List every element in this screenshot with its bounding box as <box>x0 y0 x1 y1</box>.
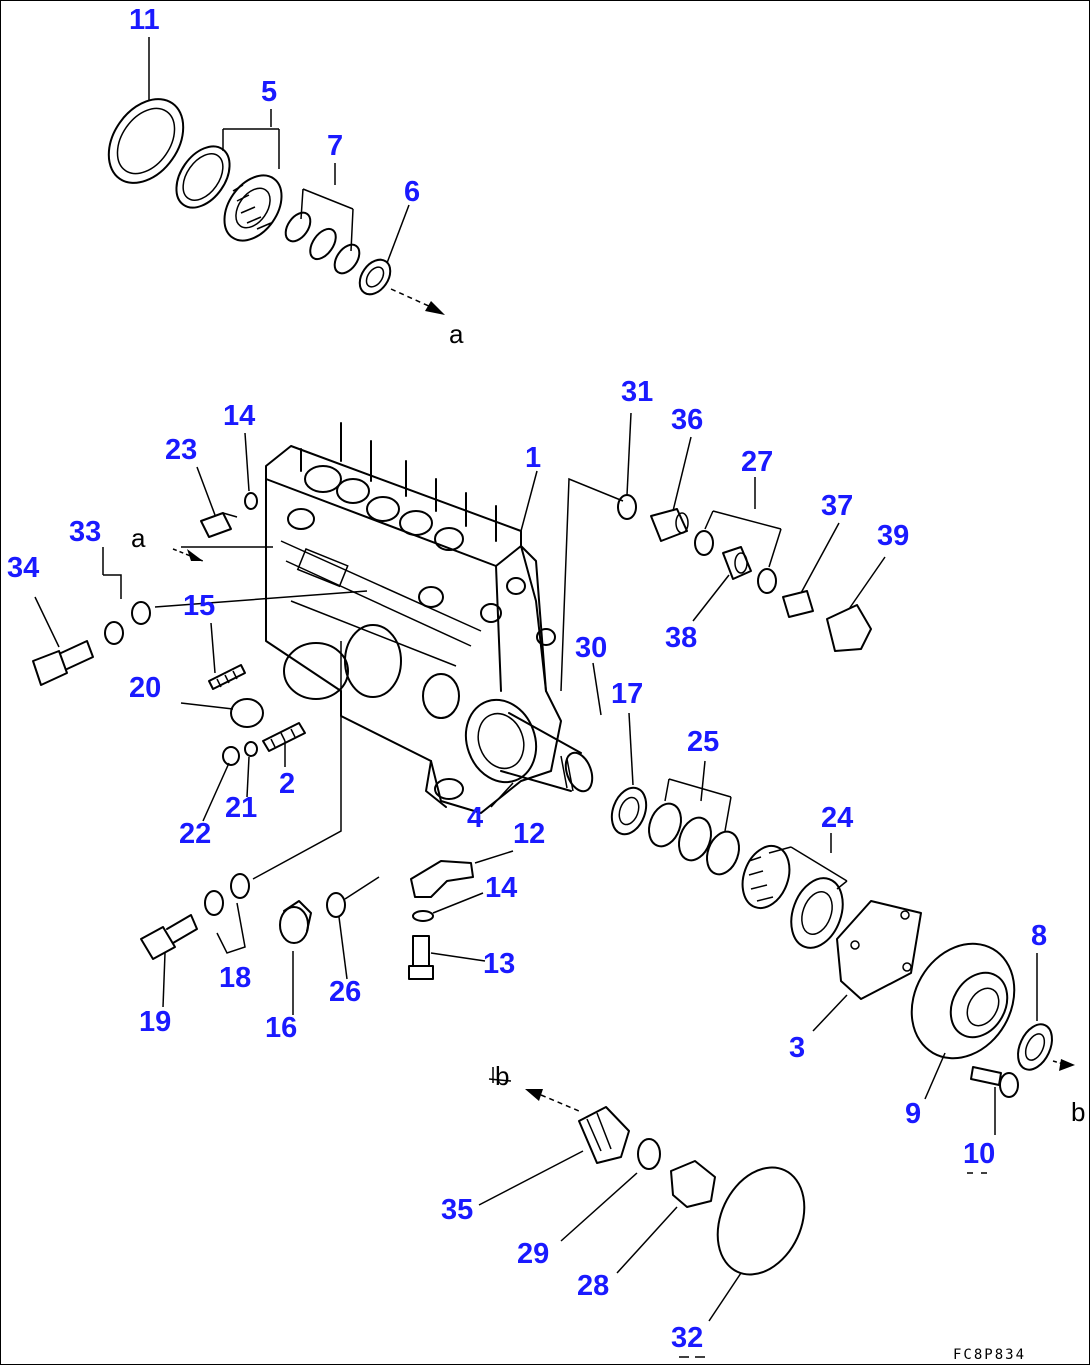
cap-39 <box>826 604 872 652</box>
seal-11 <box>107 98 185 184</box>
ref-a-top: a <box>449 319 464 349</box>
callout-12: 12 <box>513 818 545 850</box>
washer-26 <box>326 892 346 918</box>
callout-10: 10 <box>963 1138 995 1170</box>
bearing-24 <box>741 845 844 949</box>
bolt-13 <box>408 935 434 980</box>
bearing-5 <box>175 145 283 242</box>
seal-17 <box>610 786 648 836</box>
callout-6: 6 <box>404 176 420 208</box>
callout-19: 19 <box>139 1006 171 1038</box>
callout-22: 22 <box>179 818 211 850</box>
callout-11: 11 <box>129 4 160 36</box>
callout-13: 13 <box>483 948 515 980</box>
plug-16 <box>279 900 312 944</box>
washers-33 <box>104 601 151 645</box>
callout-26: 26 <box>329 976 361 1008</box>
callout-24: 24 <box>821 802 853 834</box>
washer-14-upper <box>244 492 258 510</box>
callout-35: 35 <box>441 1194 473 1226</box>
washers-18 <box>204 873 250 916</box>
callout-28: 28 <box>577 1270 609 1302</box>
flange-9 <box>910 942 1016 1060</box>
callout-31: 31 <box>621 376 653 408</box>
arrow-b-bottom <box>525 1089 580 1112</box>
sleeve-35 <box>578 1106 630 1164</box>
ref-b-right: b <box>1071 1097 1085 1127</box>
callout-33: 33 <box>69 516 101 548</box>
callout-16: 16 <box>265 1012 297 1044</box>
callout-38: 38 <box>665 622 697 654</box>
cover-20 <box>230 698 264 728</box>
callout-29: 29 <box>517 1238 549 1270</box>
callout-27: 27 <box>741 446 773 478</box>
callout-23: 23 <box>165 434 197 466</box>
callout-1: 1 <box>525 442 541 474</box>
eyebolt-19 <box>140 914 198 960</box>
clamp-12 <box>410 860 474 898</box>
collar-6 <box>358 258 392 296</box>
seal-8 <box>1017 1023 1053 1071</box>
washer-14-lower <box>412 910 434 922</box>
arrow-a-top <box>390 288 445 315</box>
callout-14-lower: 14 <box>485 872 517 904</box>
callout-21: 21 <box>225 792 257 824</box>
camshaft-4 <box>464 698 594 793</box>
washer-29 <box>637 1138 661 1170</box>
nut-36 <box>650 508 689 542</box>
callout-17: 17 <box>611 678 643 710</box>
eyebolt-34 <box>32 640 94 686</box>
bolt-23 <box>200 512 238 538</box>
leader-lines <box>34 37 1038 1358</box>
stud-2 <box>262 722 306 752</box>
nut-28 <box>670 1160 716 1208</box>
callout-4: 4 <box>467 802 483 834</box>
drawing-code: FC8P834 <box>953 1347 1026 1363</box>
nut-22 <box>222 746 240 766</box>
shims-25 <box>648 802 740 876</box>
callout-20: 20 <box>129 672 161 704</box>
ref-b-bottom: b <box>495 1061 509 1091</box>
callout-37: 37 <box>821 490 853 522</box>
callout-3: 3 <box>789 1032 805 1064</box>
callout-7: 7 <box>327 130 343 162</box>
callout-34: 34 <box>7 552 39 584</box>
callout-15: 15 <box>183 590 215 622</box>
callout-5: 5 <box>261 76 277 108</box>
callout-32: 32 <box>671 1322 703 1354</box>
callout-18: 18 <box>219 962 251 994</box>
callout-2: 2 <box>279 768 295 800</box>
bolt-37 <box>782 590 814 618</box>
callout-30: 30 <box>575 632 607 664</box>
callout-39: 39 <box>877 520 909 552</box>
callout-8: 8 <box>1031 920 1047 952</box>
pump-housing-1 <box>265 422 562 814</box>
nut-38 <box>722 546 752 580</box>
callout-36: 36 <box>671 404 703 436</box>
shims-27 <box>694 530 777 594</box>
reference-letters: a a b b <box>131 319 1085 1127</box>
screw-15 <box>208 664 246 690</box>
washer-21 <box>244 741 258 757</box>
gasket-3 <box>836 900 922 1000</box>
ref-a-left: a <box>131 523 146 553</box>
o-ring-32 <box>716 1166 806 1276</box>
shims-7 <box>284 211 361 275</box>
arrow-b-right <box>1052 1059 1075 1071</box>
callout-9: 9 <box>905 1098 921 1130</box>
callout-numbers: 11 5 7 6 1 14 23 33 34 15 20 2 21 22 4 1… <box>7 4 1047 1354</box>
washer-31 <box>617 494 637 520</box>
bolt-10 <box>970 1066 1019 1098</box>
callout-25: 25 <box>687 726 719 758</box>
callout-14-upper: 14 <box>223 400 255 432</box>
